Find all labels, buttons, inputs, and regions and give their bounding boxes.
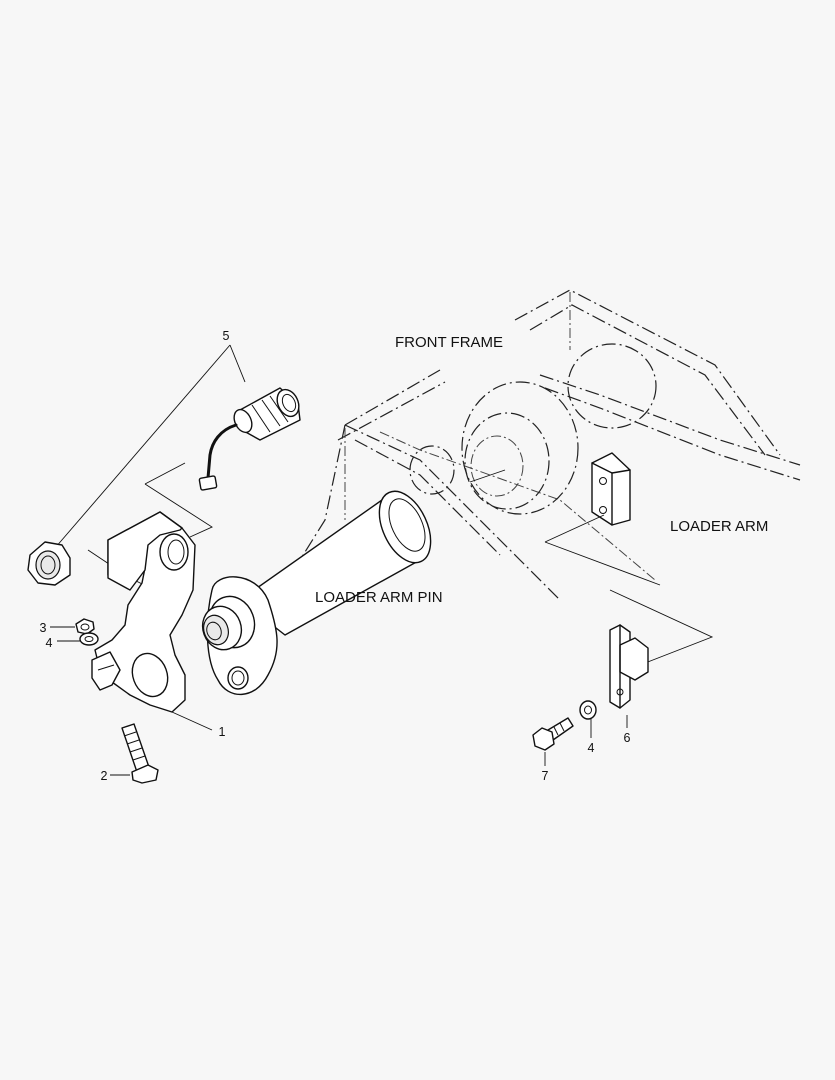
- bracket-bolt: [121, 723, 159, 784]
- label-front-frame: FRONT FRAME: [395, 334, 503, 351]
- loader-arm-block: [591, 452, 631, 526]
- callout-7: 7: [542, 769, 549, 783]
- small-nut: [75, 618, 95, 635]
- callout-4-left: 4: [46, 636, 53, 650]
- callout-6: 6: [624, 731, 631, 745]
- callout-1: 1: [219, 725, 226, 739]
- lock-washer-right: [579, 700, 597, 720]
- small-bracket-bolt: [532, 717, 574, 751]
- callout-5: 5: [223, 329, 230, 343]
- sensor-bracket: [91, 511, 196, 713]
- sensor-jam-nut: [27, 541, 71, 586]
- small-bracket: [609, 624, 649, 709]
- loader-arm-pin: [201, 490, 432, 696]
- proximity-sensor: [198, 387, 301, 491]
- callout-2: 2: [101, 769, 108, 783]
- lock-washer-left: [79, 632, 99, 646]
- callout-4-right: 4: [588, 741, 595, 755]
- label-loader-arm-pin: LOADER ARM PIN: [315, 589, 443, 606]
- callout-3: 3: [40, 621, 47, 635]
- front-frame-outline: [299, 289, 801, 601]
- label-loader-arm: LOADER ARM: [670, 518, 768, 535]
